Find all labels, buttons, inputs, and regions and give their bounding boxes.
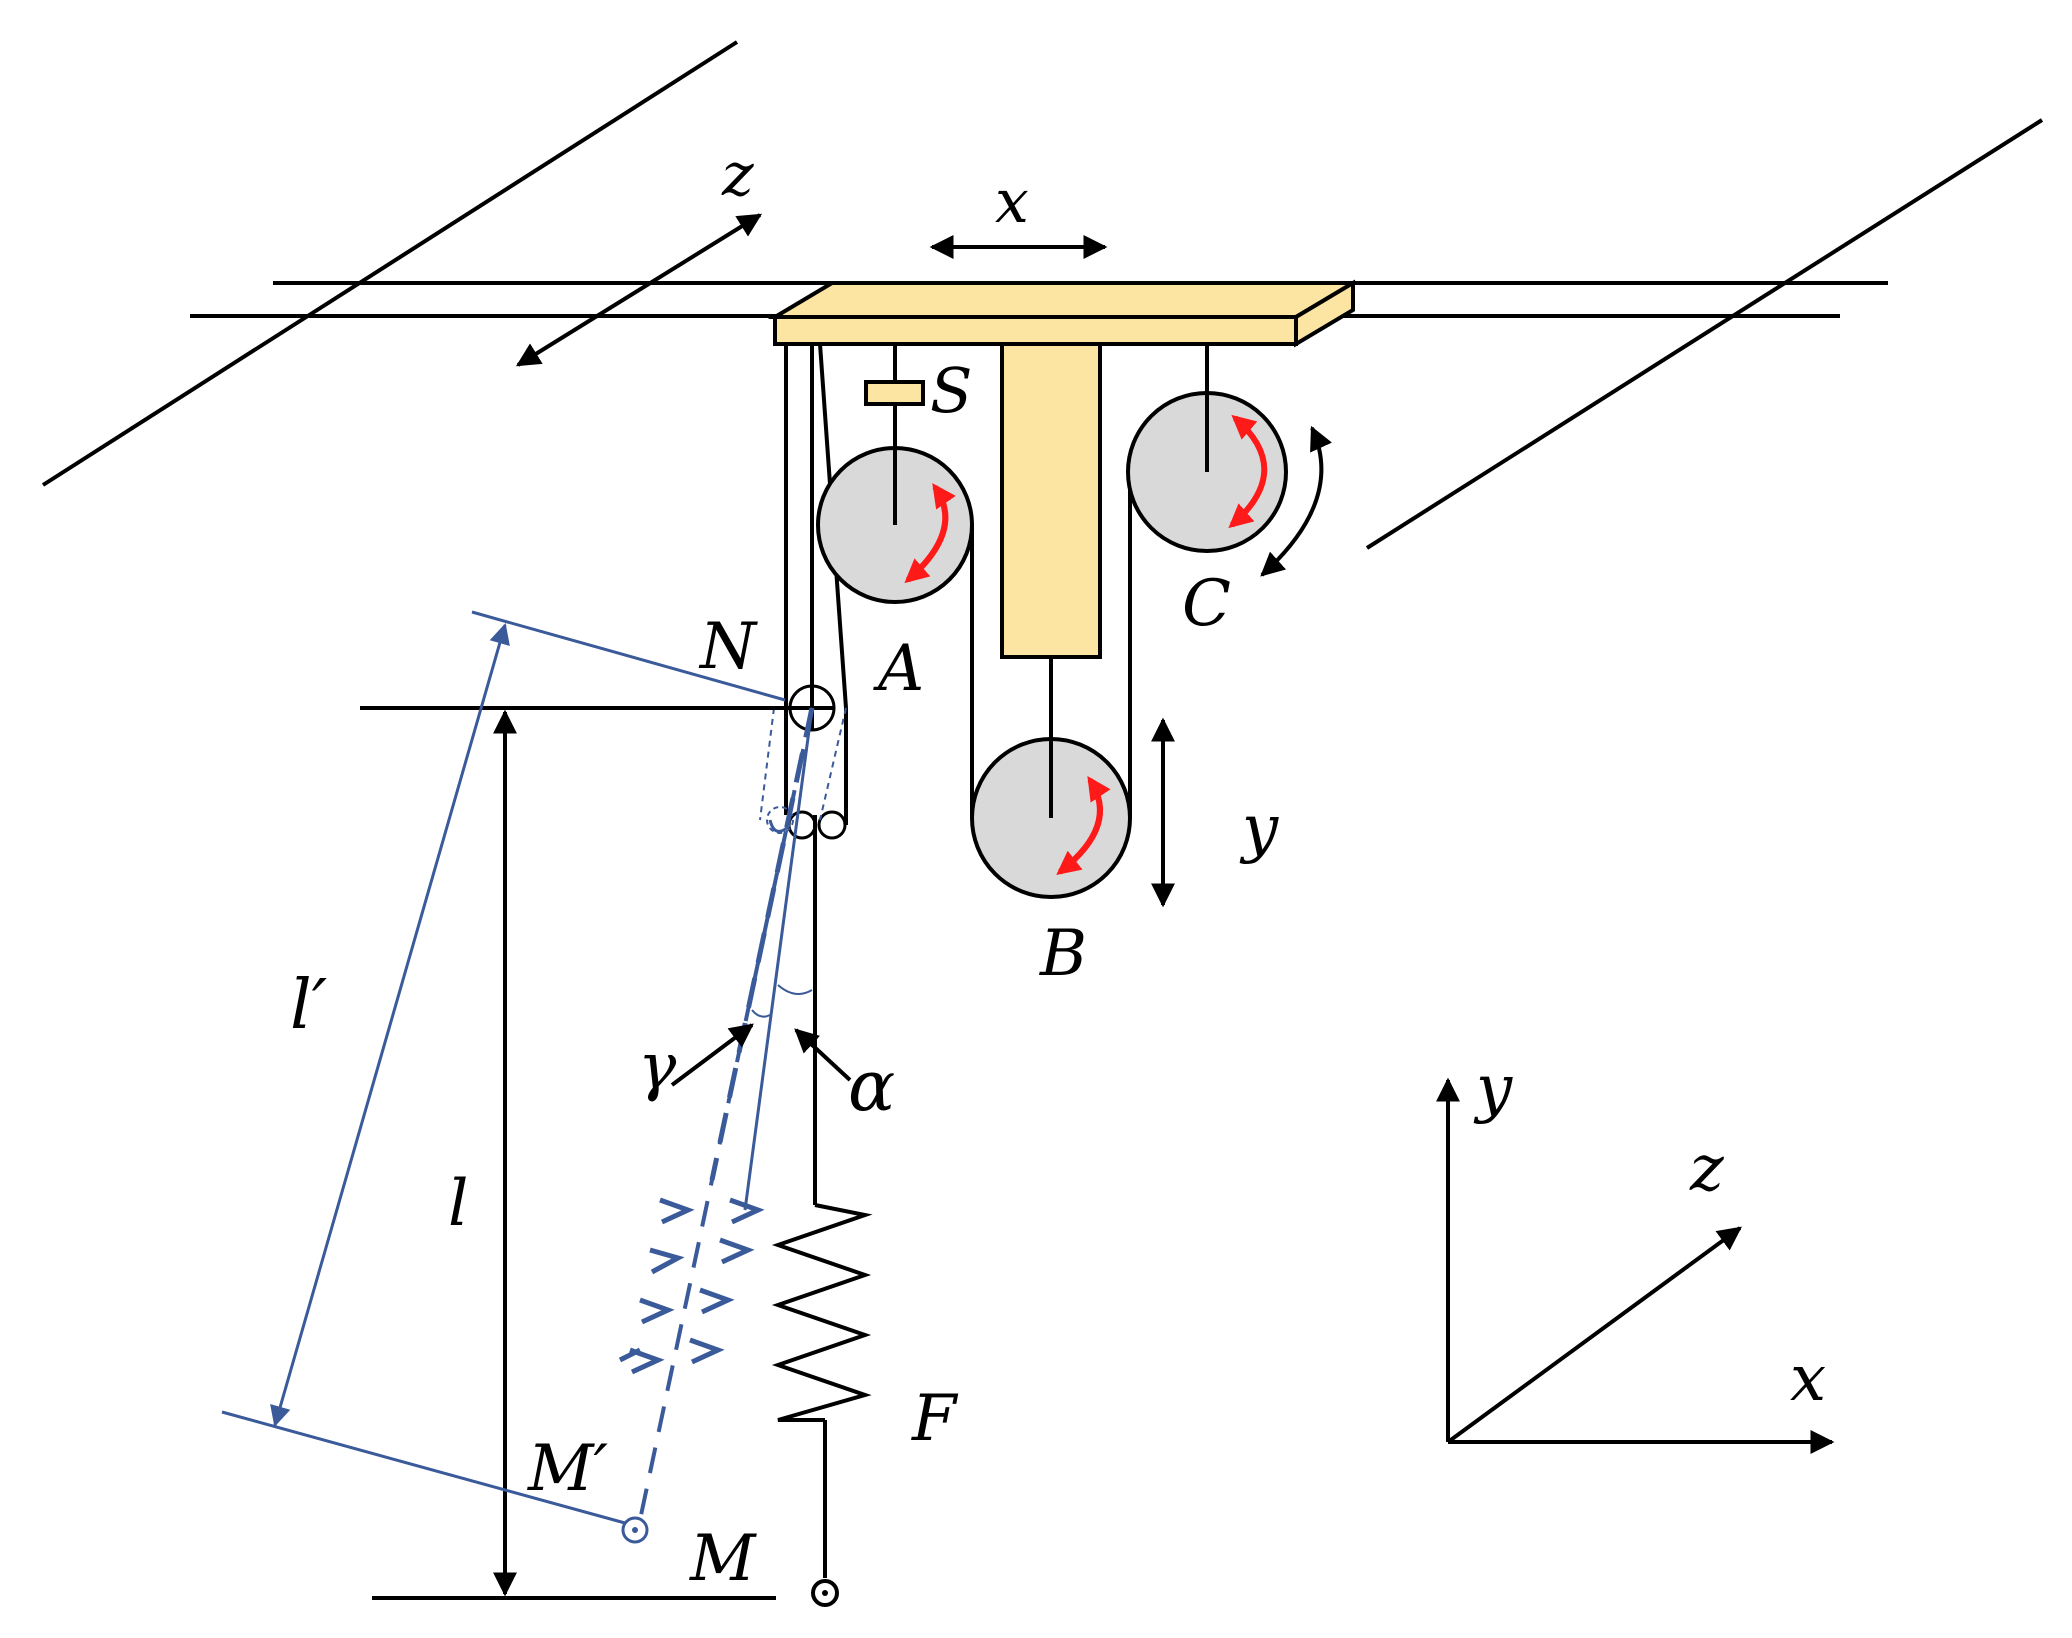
- pulley-b: B: [970, 737, 1132, 991]
- spring-f: [771, 1203, 873, 1422]
- point-n-label: N: [698, 610, 758, 684]
- pulley-a: A: [816, 404, 974, 706]
- z-direction-arrow: z: [515, 140, 763, 367]
- mass-m-prime-label: M′: [527, 1432, 609, 1506]
- swing-configuration: M′: [527, 707, 847, 1544]
- pulley-a-label: A: [873, 632, 924, 706]
- mass-m-label: M: [689, 1522, 757, 1596]
- trolley-beam: [767, 279, 1361, 659]
- length-l-label: l: [448, 1167, 468, 1241]
- rotation-arrow-icon: [1056, 776, 1111, 875]
- axis-x-label: x: [1790, 1342, 1826, 1416]
- vertical-cable: F M: [689, 815, 959, 1607]
- axis-y-label: y: [1473, 1052, 1513, 1126]
- angle-markers: γ α: [638, 984, 895, 1127]
- pulley-b-label: B: [1039, 917, 1087, 991]
- y-lift-label: y: [1239, 792, 1279, 866]
- z-rail-label: z: [721, 140, 754, 210]
- sensor-s-label: S: [930, 354, 972, 427]
- x-direction-arrow: x: [929, 167, 1108, 259]
- y-lift-arrow: y: [1151, 717, 1279, 908]
- rotation-arrow-icon: [1260, 425, 1332, 577]
- coordinate-axes: y z x: [1436, 1052, 1835, 1454]
- x-trolley-label: x: [995, 167, 1029, 237]
- spring-f-label: F: [911, 1382, 959, 1456]
- pulley-c: C: [1126, 344, 1332, 641]
- pulley-c-label: C: [1182, 567, 1231, 641]
- length-l-prime-label: l′: [290, 966, 328, 1045]
- length-dimensions: l l′: [221, 610, 790, 1600]
- alpha-label: α: [848, 1045, 895, 1127]
- axis-z-label: z: [1689, 1132, 1725, 1206]
- gamma-label: γ: [638, 1030, 677, 1104]
- swing-spring: [618, 1197, 765, 1375]
- rotation-arrow-icon: [904, 483, 956, 584]
